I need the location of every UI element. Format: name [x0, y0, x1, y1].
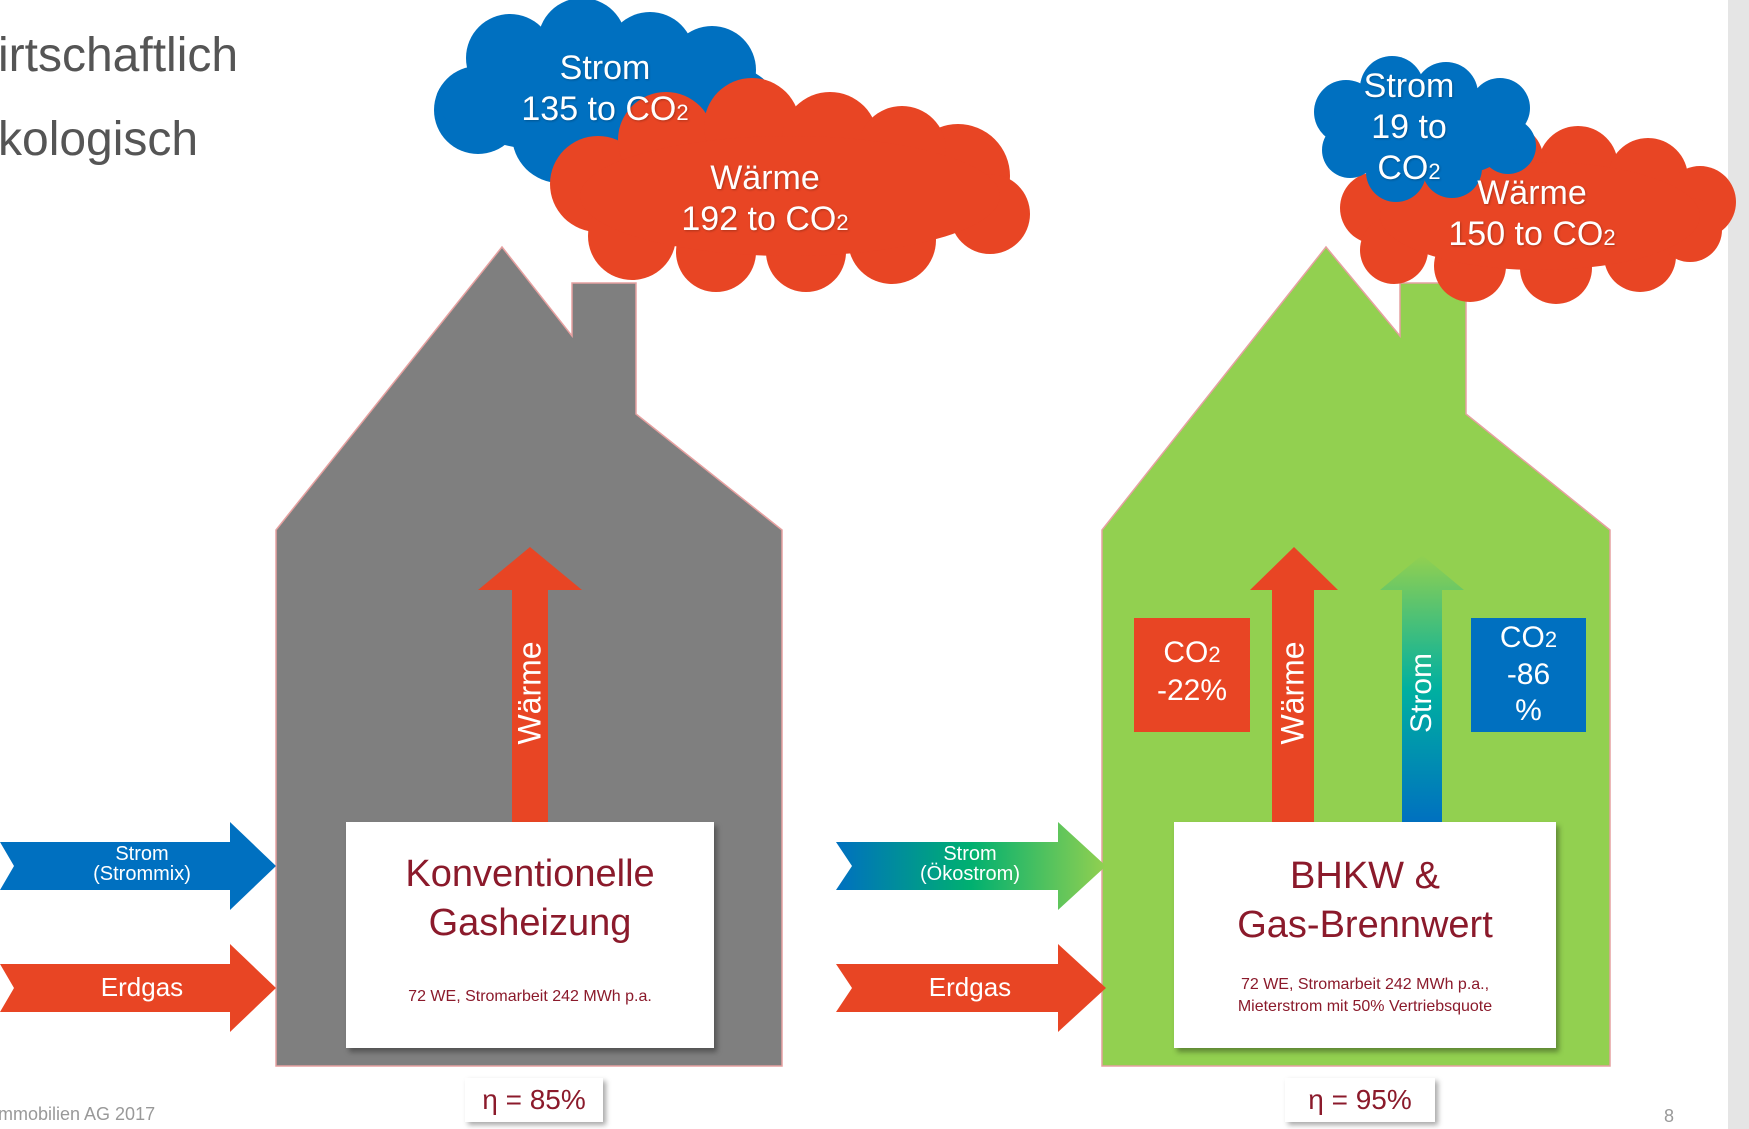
bullet-oekologisch: kologisch [0, 113, 199, 166]
footer-copyright: mmobilien AG 2017 [0, 1104, 156, 1124]
cloud-waerme-left-title: Wärme [710, 159, 820, 197]
cloud-strom-right-label: Strom 19 to CO2 [1346, 66, 1472, 188]
arrow-waerme-left-label: Wärme [511, 641, 548, 745]
arrow-erdgas-in-left [0, 944, 276, 1032]
cloud-waerme-left-label: Wärme 192 to CO2 [660, 158, 870, 241]
arrow-waerme-right [1250, 547, 1338, 823]
bullet-wirtschaftlich: irtschaftlich [0, 29, 239, 82]
cloud-strom-right-unit: CO2 [1377, 148, 1441, 187]
cloud-waerme-right-value: 150 to CO2 [1448, 215, 1616, 254]
cloud-strom-left-value: 135 to CO2 [521, 90, 689, 129]
co2-reduction-waerme-value: -22% [1156, 673, 1228, 707]
input-strom-right-label: Strom (Ökostrom) [888, 844, 1052, 884]
input-erdgas-left-label: Erdgas [100, 972, 184, 1002]
page-number: 8 [1664, 1106, 1675, 1126]
cloud-strom-left-title: Strom [559, 49, 651, 87]
system-box-bhkw-note-1: 72 WE, Stromarbeit 242 MWh p.a., [1240, 976, 1490, 993]
input-strom-left-sub: (Strommix) [93, 863, 191, 885]
input-strom-left-label: Strom (Strommix) [60, 844, 224, 884]
co2-reduction-strom-percent: % [1515, 694, 1542, 728]
system-box-konventionell-title-2: Gasheizung [428, 902, 632, 945]
arrow-erdgas-in-right [836, 944, 1106, 1032]
co2-reduction-strom-value: -86 [1506, 657, 1551, 691]
arrow-waerme-left [478, 547, 582, 823]
efficiency-right: η = 95% [1285, 1078, 1435, 1122]
system-box-bhkw: BHKW & Gas-Brennwert 72 WE, Stromarbeit … [1174, 822, 1556, 1048]
arrow-strom-in-left [0, 822, 276, 910]
slide-sidebar [1728, 0, 1749, 1129]
system-box-konventionell-note: 72 WE, Stromarbeit 242 MWh p.a. [408, 988, 652, 1005]
system-box-bhkw-note-2: Mieterstrom mit 50% Vertriebsquote [1237, 998, 1493, 1015]
system-box-bhkw-title-1: BHKW & [1290, 855, 1440, 897]
cloud-strom-right-title: Strom [1363, 67, 1455, 105]
system-box-bhkw-title-2: Gas-Brennwert [1237, 904, 1493, 947]
input-erdgas-right-label: Erdgas [928, 972, 1012, 1002]
cloud-waerme-right-label: Wärme 150 to CO2 [1432, 173, 1632, 256]
cloud-waerme-left-value: 192 to CO2 [681, 200, 849, 239]
co2-reduction-strom: CO2 -86 % [1471, 618, 1586, 732]
input-strom-right-title: Strom [943, 843, 997, 865]
cloud-strom-left-label: Strom 135 to CO2 [500, 48, 710, 131]
cloud-waerme-left [550, 78, 1030, 292]
co2-reduction-strom-title: CO2 [1499, 621, 1558, 654]
co2-reduction-waerme-title: CO2 [1163, 636, 1221, 669]
input-strom-right-sub: (Ökostrom) [920, 863, 1020, 885]
efficiency-left: η = 85% [465, 1078, 603, 1122]
input-strom-left-title: Strom [115, 843, 169, 865]
cloud-strom-right [1314, 56, 1536, 202]
cloud-strom-right-value: 19 to [1371, 107, 1447, 146]
arrow-strom-right-label: Strom [1405, 652, 1438, 734]
arrow-strom-in-right [836, 822, 1106, 910]
system-box-konventionell-title-1: Konventionelle [405, 853, 655, 895]
system-box-konventionell: Konventionelle Gasheizung 72 WE, Stromar… [346, 822, 714, 1048]
cloud-waerme-right-title: Wärme [1477, 174, 1587, 212]
arrow-waerme-right-label: Wärme [1274, 641, 1311, 745]
arrow-strom-right [1380, 555, 1464, 823]
co2-reduction-waerme: CO2 -22% [1134, 618, 1250, 732]
